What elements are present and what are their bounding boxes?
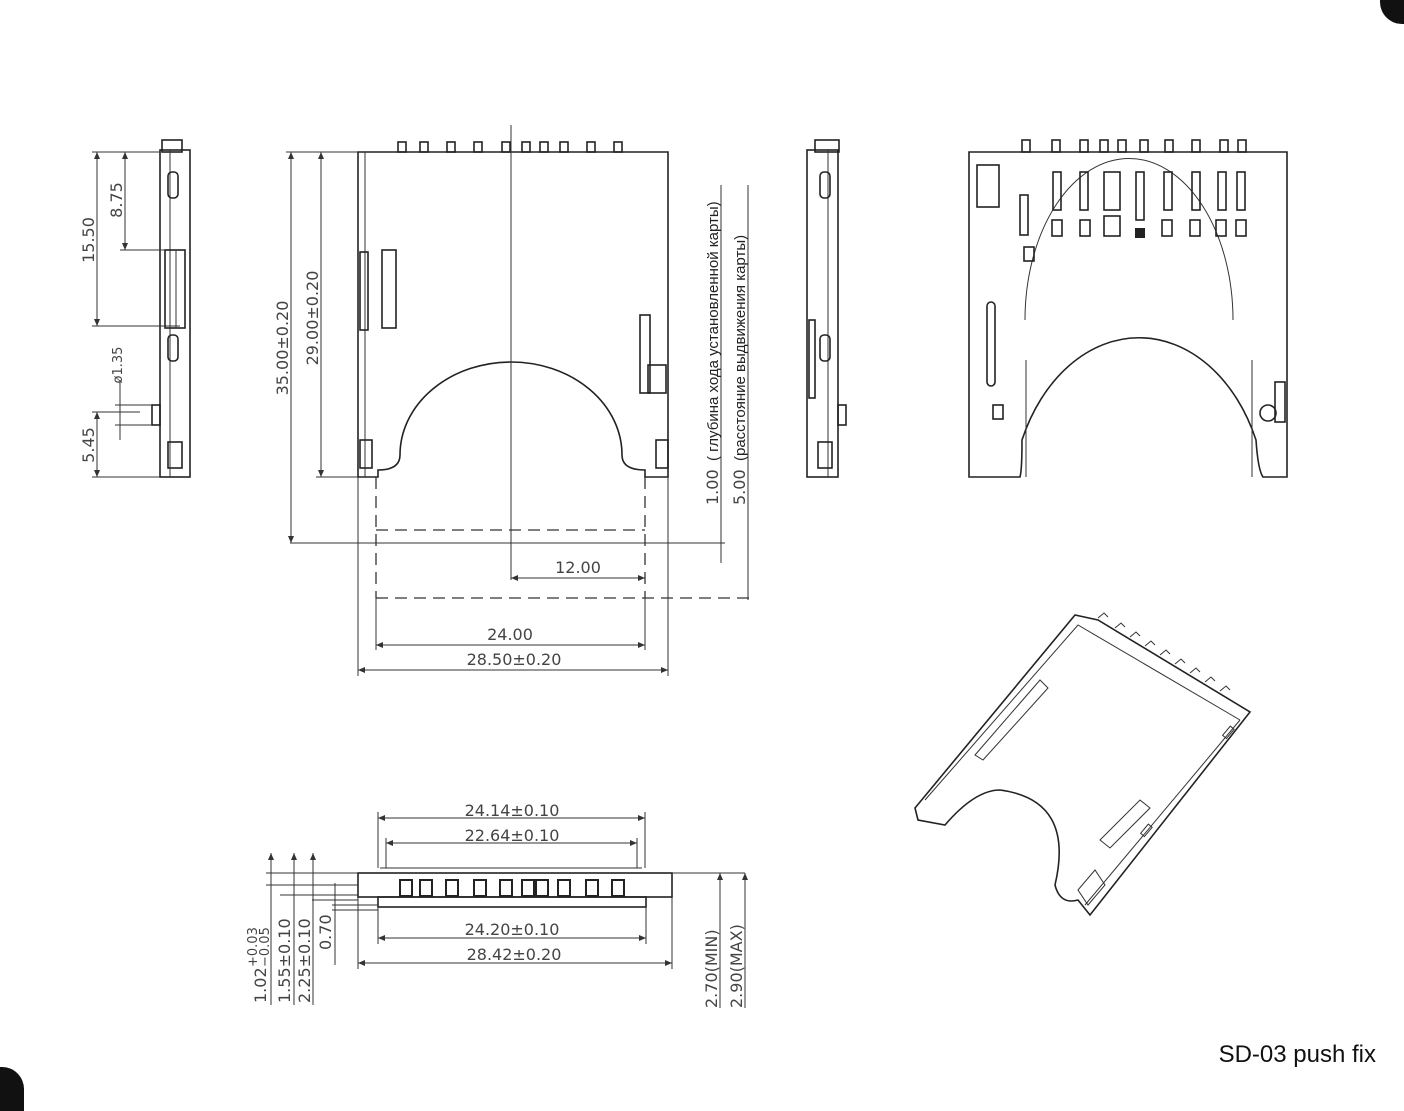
note-eject-distance: 5.00 (расстояние выдвижения карты) (730, 235, 749, 505)
dim-card-width: 24.00 (487, 625, 533, 644)
svg-text:( глубина хода установленной к: ( глубина хода установленной карты) (705, 201, 722, 461)
dim-bottom-inner: 24.20±0.10 (465, 920, 560, 939)
dim-15-50: 15.50 (79, 217, 98, 263)
front-view-contacts (399, 879, 625, 897)
isometric-pins (1097, 612, 1231, 692)
left-side-view: 15.50 8.75 ø1.35 5.45 (79, 139, 191, 478)
dim-h1: 1.02 +0.03 −0.05 (246, 927, 273, 1003)
dim-h4: 0.70 (316, 914, 335, 950)
drawing-caption: SD-03 push fix (1218, 1041, 1376, 1068)
dim-body-width: 28.50±0.20 (467, 650, 562, 669)
dim-height-min: 2.70(MIN) (702, 929, 721, 1008)
dim-top-inner: 22.64±0.10 (465, 826, 560, 845)
dim-height-max: 2.90(MAX) (727, 924, 746, 1008)
dim-half-width: 12.00 (555, 558, 601, 577)
svg-text:1.02: 1.02 (251, 967, 270, 1003)
bottom-view-contacts (1019, 139, 1247, 262)
dim-8-75: 8.75 (107, 182, 126, 218)
svg-text:(расстояние выдвижения карты): (расстояние выдвижения карты) (732, 235, 749, 461)
right-side-view (806, 139, 847, 478)
svg-text:1.00: 1.00 (703, 469, 722, 505)
top-view: 35.00±0.20 29.00±0.20 12.00 24.00 28.50±… (273, 125, 750, 676)
top-view-pins (397, 141, 623, 153)
dim-diameter-1-35: ø1.35 (111, 347, 126, 384)
isometric-view (914, 612, 1252, 917)
dim-bottom-outer: 28.42±0.20 (467, 945, 562, 964)
dim-body-length: 29.00±0.20 (303, 271, 322, 366)
note-travel-depth: 1.00 ( глубина хода установленной карты) (703, 201, 722, 505)
svg-text:+0.03: +0.03 (246, 927, 261, 967)
bottom-view (968, 139, 1288, 478)
dim-h2: 1.55±0.10 (275, 918, 294, 1003)
front-view: 24.14±0.10 22.64±0.10 24.20±0.10 28.42±0… (246, 801, 748, 1008)
svg-text:−0.05: −0.05 (258, 927, 273, 967)
dim-overall-length: 35.00±0.20 (273, 301, 292, 396)
dim-top-outer: 24.14±0.10 (465, 801, 560, 820)
dim-5-45: 5.45 (79, 427, 98, 463)
dim-h3: 2.25±0.10 (295, 918, 314, 1003)
svg-text:5.00: 5.00 (730, 469, 749, 505)
